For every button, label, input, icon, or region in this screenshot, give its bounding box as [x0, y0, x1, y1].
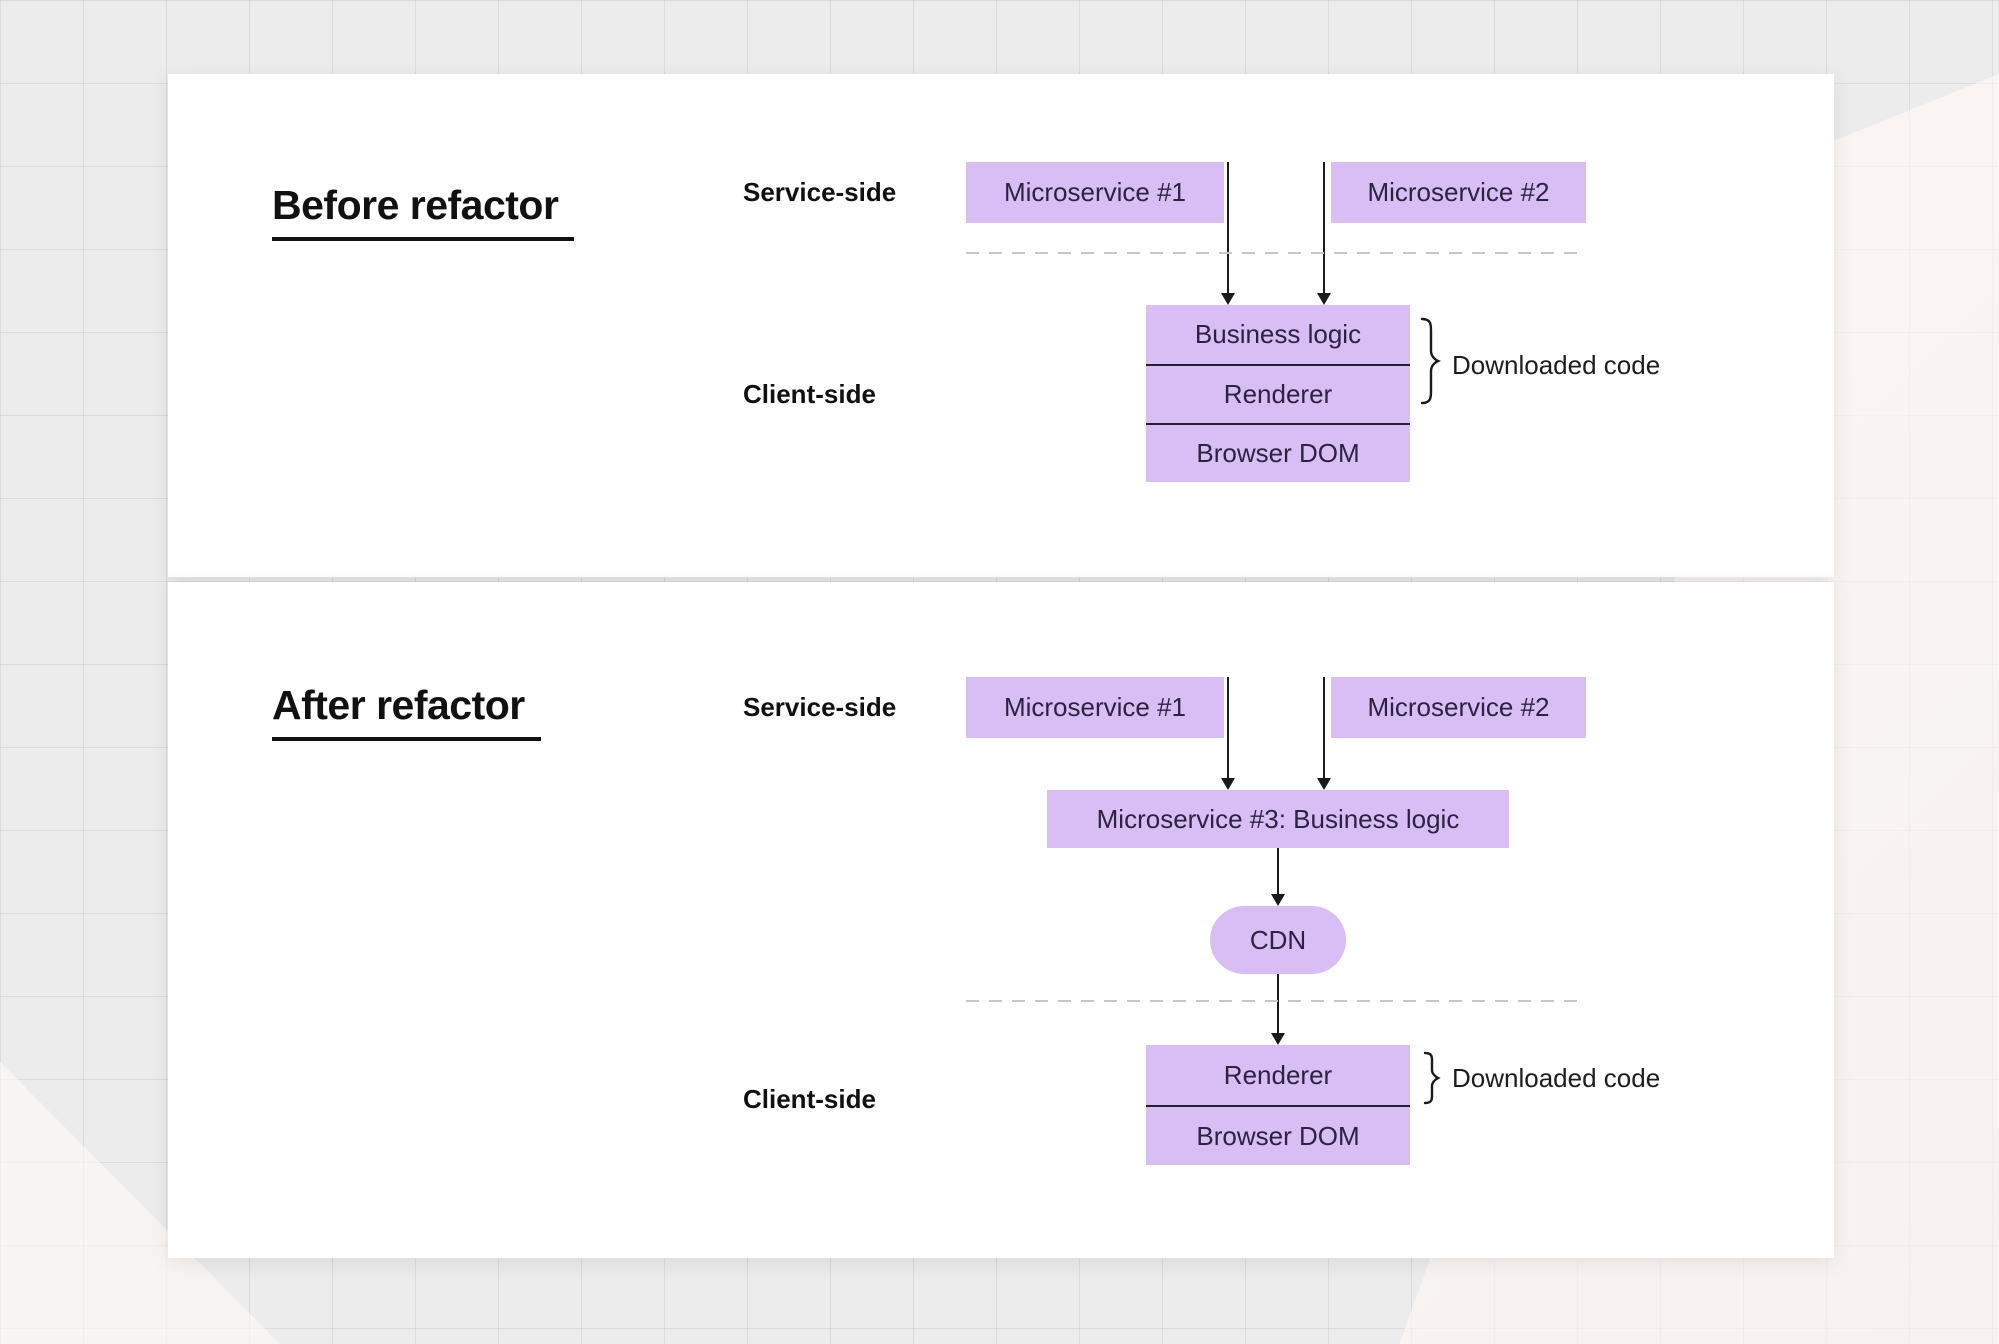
- client-server-divider: [966, 1000, 1581, 1002]
- microservice-2-box: Microservice #2: [1331, 162, 1586, 223]
- arrow-down-icon: [1221, 162, 1235, 305]
- renderer-box: Renderer: [1223, 1059, 1333, 1090]
- microservice-1-box: Microservice #1: [966, 677, 1224, 738]
- renderer-box: Renderer: [1146, 364, 1410, 423]
- browser-dom-box: Browser DOM: [1146, 1105, 1410, 1165]
- cdn-node: CDN: [1210, 906, 1346, 974]
- client-stack: Business logic Renderer Browser DOM: [1146, 305, 1410, 482]
- before-refactor-panel: Before refactor Service-side Client-side: [168, 74, 1834, 577]
- arrow-down-icon: [1271, 848, 1285, 906]
- downloaded-code-label: Downloaded code: [1452, 1063, 1661, 1093]
- microservice-1-box: Microservice #1: [966, 162, 1224, 223]
- arrow-down-icon: [1271, 974, 1285, 1045]
- service-side-label: Service-side: [743, 692, 897, 722]
- client-stack: Renderer Browser DOM: [1146, 1045, 1410, 1165]
- arrow-down-icon: [1221, 677, 1235, 790]
- brace-icon: [1420, 317, 1442, 405]
- arrow-down-icon: [1317, 677, 1331, 790]
- microservice-3-box: Microservice #3: Business logic: [1047, 790, 1509, 848]
- browser-dom-box: Browser DOM: [1146, 423, 1410, 482]
- microservice-2-box: Microservice #2: [1331, 677, 1586, 738]
- brace-icon: [1423, 1051, 1441, 1105]
- client-side-label: Client-side: [743, 1084, 876, 1114]
- after-panel-title: After refactor: [272, 682, 541, 741]
- business-logic-box: Business logic: [1194, 319, 1362, 349]
- client-server-divider: [966, 252, 1581, 254]
- before-panel-title: Before refactor: [272, 182, 575, 241]
- client-side-label: Client-side: [743, 379, 876, 409]
- downloaded-code-label: Downloaded code: [1452, 350, 1661, 380]
- service-side-label: Service-side: [743, 177, 897, 207]
- arrow-down-icon: [1317, 162, 1331, 305]
